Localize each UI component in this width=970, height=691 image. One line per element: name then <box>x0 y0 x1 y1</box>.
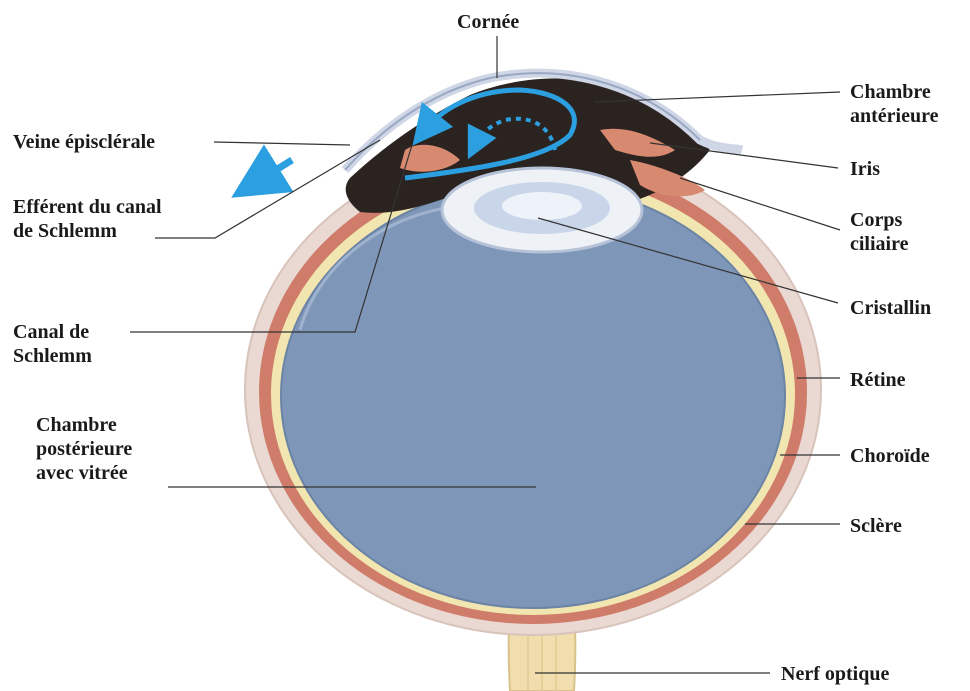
leader-veine <box>214 142 350 145</box>
label-nerf-optique: Nerf optique <box>781 662 889 686</box>
label-cristallin: Cristallin <box>850 296 931 320</box>
label-retine: Rétine <box>850 368 906 392</box>
label-efferent-canal-schlemm: Efférent du canal de Schlemm <box>13 195 162 243</box>
label-corps-ciliaire: Corps ciliaire <box>850 208 909 256</box>
label-chambre-posterieure: Chambre postérieure avec vitrée <box>36 413 132 485</box>
label-cornee: Cornée <box>457 10 519 34</box>
label-chambre-anterieure: Chambre antérieure <box>850 80 939 128</box>
label-veine-episclerale: Veine épisclérale <box>13 130 155 154</box>
label-canal-de-schlemm: Canal de Schlemm <box>13 320 92 368</box>
label-sclere: Sclère <box>850 514 902 538</box>
label-iris: Iris <box>850 157 880 181</box>
outflow-arrow <box>255 160 292 183</box>
label-choroide: Choroïde <box>850 444 930 468</box>
